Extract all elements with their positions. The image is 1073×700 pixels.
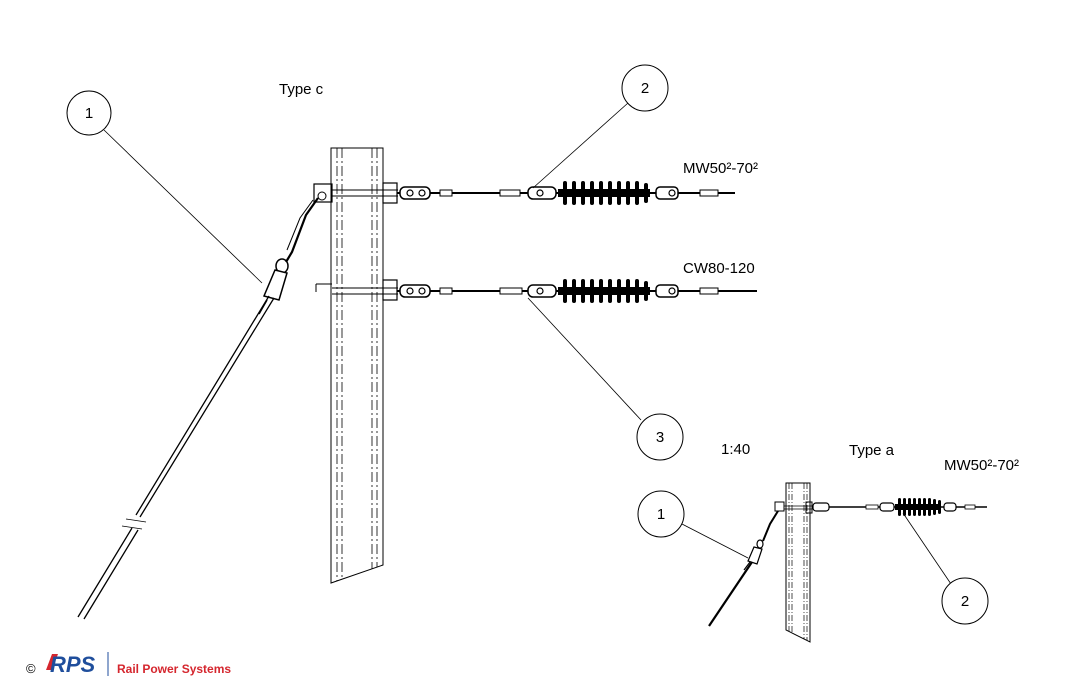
small-insulator-string — [812, 498, 987, 516]
small-anchor-stay — [708, 510, 779, 627]
footer-logo: © RPS Rail Power Systems — [26, 652, 231, 677]
small-callout-2: 2 — [902, 512, 989, 625]
small-view: 1:40 Type a MW50²-70² — [637, 441, 1019, 643]
rps-logo-mark: RPS — [46, 652, 96, 677]
small-callout-1: 1 — [637, 490, 749, 559]
large-view: Type c — [66, 64, 758, 620]
lower-bracket — [315, 279, 398, 301]
lower-insulator-string — [397, 279, 757, 303]
lower-wire-label: CW80-120 — [683, 260, 755, 277]
callout-3: 3 — [527, 297, 684, 461]
anchor-stay — [77, 197, 319, 620]
small-wire-label: MW50²-70² — [944, 457, 1019, 474]
svg-text:1: 1 — [657, 506, 665, 523]
scale-label: 1:40 — [721, 441, 750, 458]
small-insulator-sheds — [895, 498, 941, 516]
large-view-title: Type c — [279, 81, 324, 98]
callout-2: 2 — [532, 64, 669, 189]
upper-wire-label: MW50²-70² — [683, 160, 758, 177]
callout-1: 1 — [66, 90, 263, 284]
logo-mark-text: RPS — [50, 652, 96, 677]
svg-text:2: 2 — [641, 80, 649, 97]
mast — [330, 147, 384, 584]
small-view-title: Type a — [849, 442, 895, 459]
upper-bracket — [313, 182, 398, 204]
upper-insulator-sheds — [558, 181, 650, 205]
small-bracket — [774, 501, 813, 514]
lower-insulator-sheds — [558, 279, 650, 303]
copyright-symbol: © — [26, 661, 36, 676]
company-name: Rail Power Systems — [117, 662, 231, 676]
upper-insulator-string — [397, 181, 735, 205]
svg-text:2: 2 — [961, 593, 969, 610]
svg-text:3: 3 — [656, 429, 664, 446]
svg-text:1: 1 — [85, 105, 93, 122]
